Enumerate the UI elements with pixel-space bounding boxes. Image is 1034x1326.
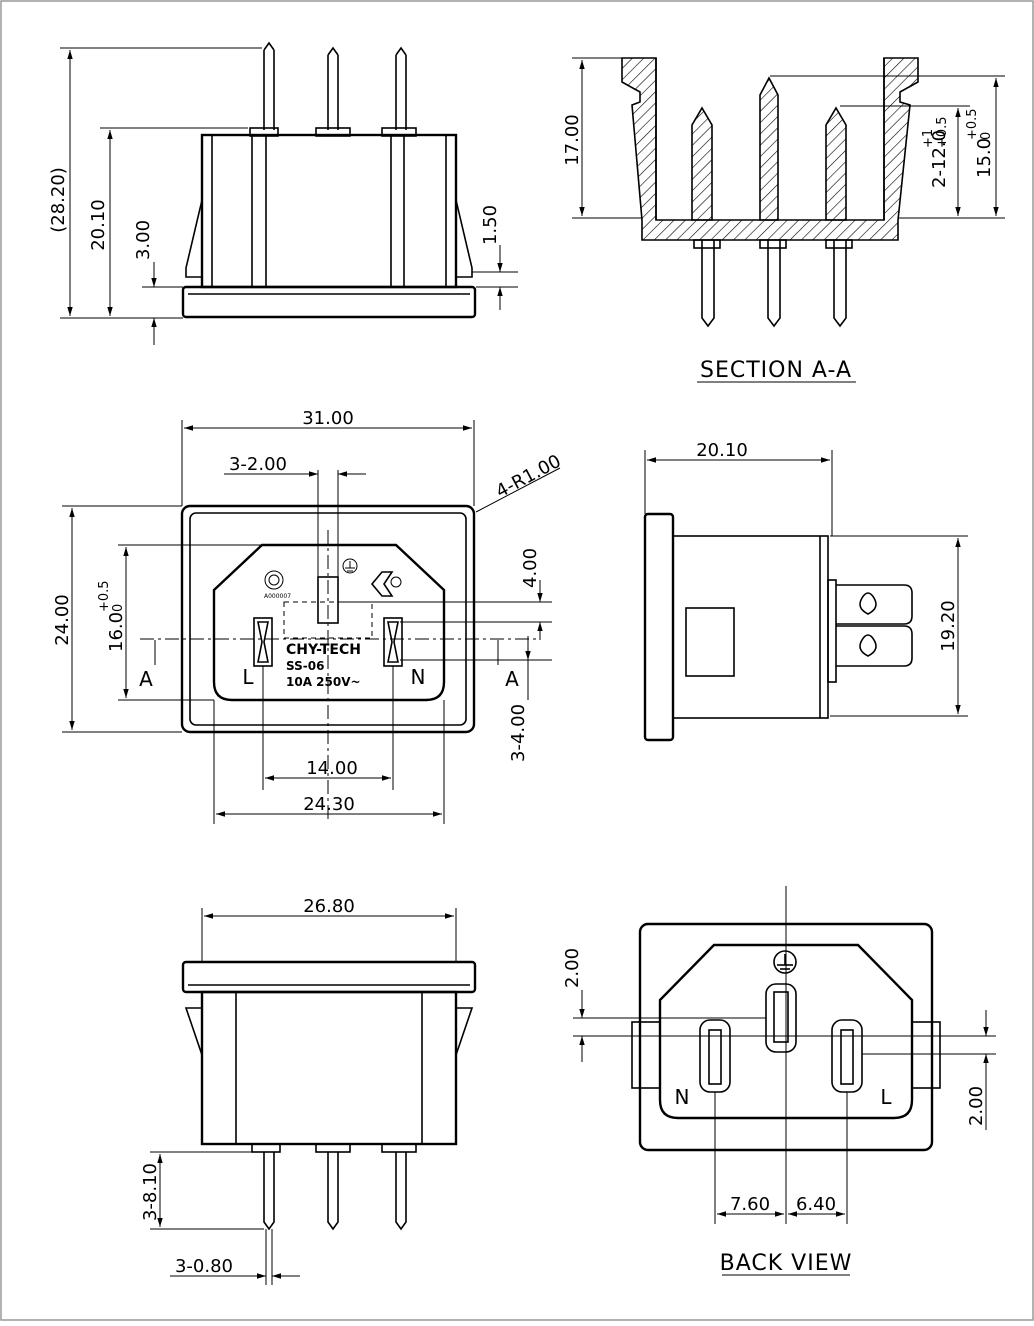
tol-main-low: +0.5 — [935, 116, 950, 148]
dim-back-ground-offset: 2.00 — [562, 948, 583, 988]
dim-pin-height-main: 2-12.0 — [929, 130, 950, 188]
tol-main-up: +1 — [921, 129, 936, 148]
dim-flange: 3.00 — [133, 220, 154, 260]
tol-ground-up: +0.5 — [965, 108, 980, 140]
dim-opening-height: 16.0 — [106, 612, 127, 652]
dim-front-width: 31.00 — [302, 408, 354, 429]
section-title: SECTION A-A — [700, 358, 852, 383]
dim-body-height: 20.10 — [88, 199, 109, 251]
dim-front-height: 24.00 — [52, 594, 73, 646]
right-side-view — [643, 450, 968, 742]
brand-text: CHY-TECH — [286, 642, 361, 658]
dim-section-depth: 17.00 — [562, 114, 583, 166]
tol-ground-low: 0 — [979, 132, 994, 140]
section-marker-left: A — [139, 667, 153, 691]
back-view — [573, 886, 996, 1224]
dim-pin-spacing: 14.00 — [306, 758, 358, 779]
dim-bottom-width: 26.80 — [303, 896, 355, 917]
tol-opening-low: 0 — [111, 604, 126, 612]
dim-pin-thickness: 3-0.80 — [175, 1256, 233, 1277]
dim-opening-width: 24.30 — [303, 794, 355, 815]
section-marker-right: A — [505, 667, 519, 691]
tol-opening-up: +0.5 — [97, 580, 112, 612]
section-view — [572, 57, 1005, 328]
back-view-title: BACK VIEW — [720, 1251, 853, 1276]
label-neutral: N — [411, 665, 426, 689]
dim-n-spacing: 7.60 — [730, 1194, 770, 1215]
rating-text: 10A 250V~ — [286, 675, 361, 689]
dim-right-height: 19.20 — [938, 600, 959, 652]
dim-ground-offset: 4.00 — [520, 548, 541, 588]
front-view — [62, 420, 561, 824]
dim-back-side-offset: 2.00 — [966, 1086, 987, 1126]
model-text: SS-06 — [286, 659, 324, 673]
side-view — [60, 41, 518, 345]
dim-pin-width: 3-2.00 — [229, 454, 287, 475]
dim-l-spacing: 6.40 — [796, 1194, 836, 1215]
dim-bottom-pin-length: 3-8.10 — [140, 1163, 161, 1221]
back-label-live: L — [880, 1085, 892, 1109]
dim-pin-height-ground: 15.0 — [974, 138, 995, 178]
dim-overall-height: (28.20) — [48, 167, 69, 233]
bottom-view — [150, 908, 477, 1285]
dim-step: 1.50 — [480, 205, 501, 245]
dim-corner-radius: 4-R1.00 — [492, 451, 564, 503]
dim-pin-length: 3-4.00 — [508, 704, 529, 762]
cert-code: A000007 — [264, 593, 291, 600]
back-label-neutral: N — [675, 1085, 690, 1109]
dim-right-depth: 20.10 — [696, 440, 748, 461]
label-live: L — [242, 665, 254, 689]
